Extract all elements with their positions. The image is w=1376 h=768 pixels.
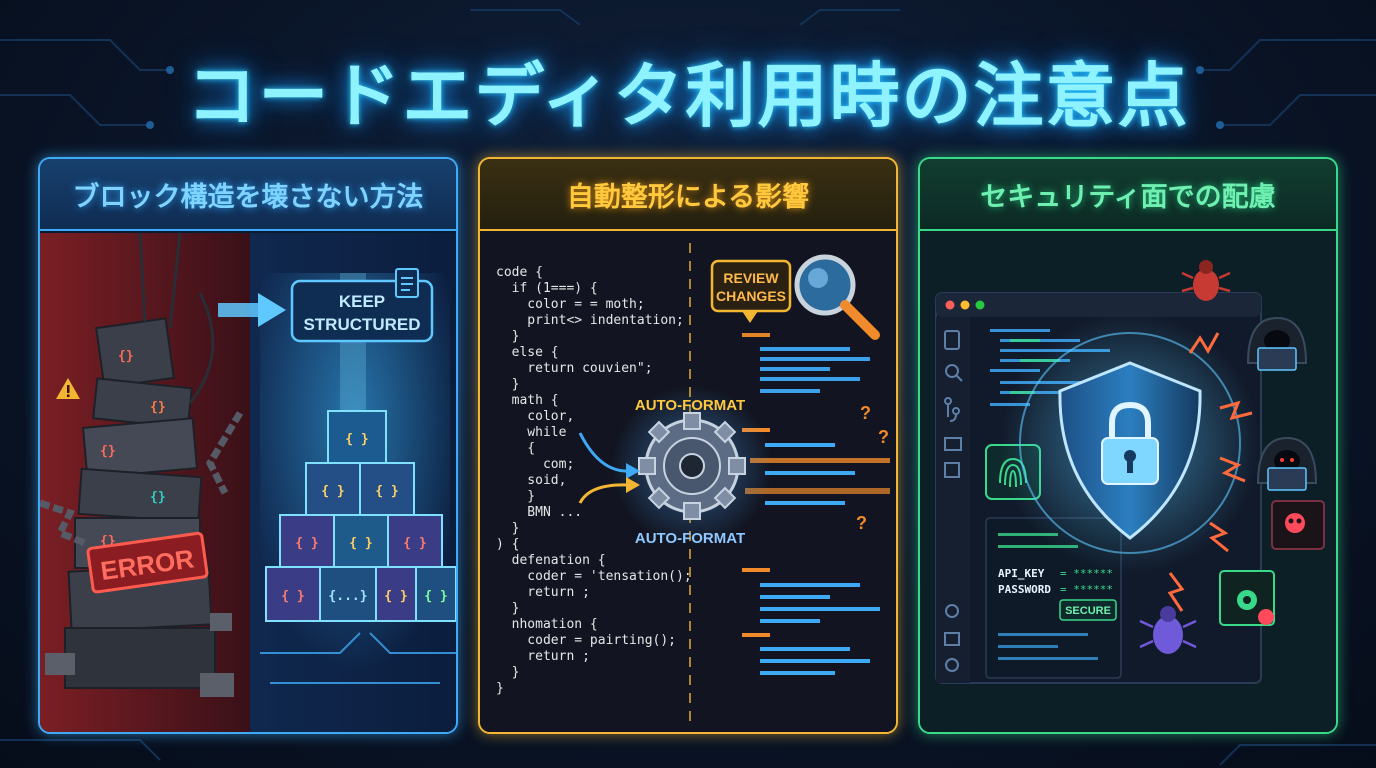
question-mark: ? [878,427,889,447]
api-key-label: API_KEY [998,567,1045,580]
pyramid-glyph: { } [375,484,398,499]
panel-security: セキュリティ面での配慮 [918,157,1338,734]
pyramid-glyph: { } [345,432,368,447]
auto-format-label-bottom: AUTO-FORMAT [635,530,745,547]
svg-text:}: } [496,665,519,680]
svg-text:}: } [496,601,519,616]
broken-block-glyph: {} [118,349,134,364]
keep-label: KEEP [339,292,385,311]
document-icon [395,268,419,298]
svg-text:color = = moth;: color = = moth; [496,297,645,312]
broken-block-glyph: {} [150,400,166,415]
svg-text:{: { [496,441,535,456]
error-sign [86,531,209,594]
hacker-icon [1246,316,1308,371]
pyramid-glyph: { } [321,484,344,499]
svg-text:while: while [496,425,567,440]
pyramid-glyph: { } [384,589,407,604]
panel-illustration: {} {} {} {} {} ERROR [40,233,456,732]
svg-text:coder = 'tensation();: coder = 'tensation(); [496,569,692,584]
password-mask: = ****** [1060,583,1113,596]
malware-window [1219,570,1275,626]
panel-auto-format: 自動整形による影響 code { if (1===) { color = = m… [478,157,898,734]
gear-icon [638,412,746,520]
broken-block-tower [40,233,244,697]
auto-format-label-top: AUTO-FORMAT [635,397,745,414]
svg-text:}: } [496,329,519,344]
structured-block-pyramid [265,410,456,622]
pyramid-glyph: { } [281,589,304,604]
pyramid-glyph: { } [424,589,447,604]
review-label: REVIEW [723,270,779,286]
structured-label: STRUCTURED [303,315,420,334]
panel-heading: セキュリティ面での配慮 [920,159,1336,231]
svg-text:coder = pairting();: coder = pairting(); [496,633,676,648]
svg-text:math {: math { [496,393,559,408]
pyramid-glyph: { } [349,536,372,551]
panel-illustration: API_KEY = ****** PASSWORD = ****** SECUR… [920,233,1336,732]
svg-text:if (1===) {: if (1===) { [496,281,598,296]
magnifier-icon [794,254,880,340]
svg-text:code {: code { [496,265,543,280]
page-title: コードエディタ利用時の注意点 [186,55,1190,137]
svg-text:else {: else { [496,345,559,360]
arrow-right-icon [218,293,286,327]
svg-text:}: } [496,489,535,504]
password-label: PASSWORD [998,583,1051,596]
skull-icon [1271,500,1325,550]
attack-sparks [1167,332,1253,612]
changes-label: CHANGES [716,288,786,304]
svg-text:}: } [496,681,504,696]
svg-text:BMN ...: BMN ... [496,505,582,520]
svg-text:com;: com; [496,457,574,472]
broken-block-glyph: {} [150,490,166,505]
question-mark: ? [860,403,871,423]
hacker-icon [1256,436,1318,491]
broken-block-glyph: {} [100,444,116,459]
svg-text:soid,: soid, [496,473,566,488]
svg-text:return couvien";: return couvien"; [496,361,653,376]
svg-text:return ;: return ; [496,649,590,664]
svg-text:nhomation {: nhomation { [496,617,598,632]
svg-text:defenation {: defenation { [496,553,606,568]
warning-icon [56,378,80,399]
svg-text:}: } [496,377,519,392]
bug-icon [1181,260,1231,301]
shield-lock-icon [1058,361,1202,540]
formatted-code-bars: ? ? ? [742,333,890,675]
panel-block-structure: ブロック構造を壊さない方法 [38,157,458,734]
svg-text:return ;: return ; [496,585,590,600]
panel-illustration: code { if (1===) { color = = moth; print… [480,233,896,732]
bug-icon [1139,606,1197,654]
pyramid-glyph: { } [403,536,426,551]
pyramid-glyph: {...} [328,589,367,604]
pyramid-glyph: { } [295,536,318,551]
svg-text:}: } [496,521,519,536]
panel-heading: ブロック構造を壊さない方法 [40,159,456,231]
svg-text:color,: color, [496,409,574,424]
svg-text:) {: ) { [496,537,519,552]
secure-badge: SECURE [1065,605,1111,617]
question-mark: ? [856,513,867,533]
svg-text:print<> indentation;: print<> indentation; [496,313,684,328]
api-key-mask: = ****** [1060,567,1113,580]
panel-heading: 自動整形による影響 [480,159,896,231]
code-listing: code { if (1===) { color = = moth; print… [496,265,692,696]
